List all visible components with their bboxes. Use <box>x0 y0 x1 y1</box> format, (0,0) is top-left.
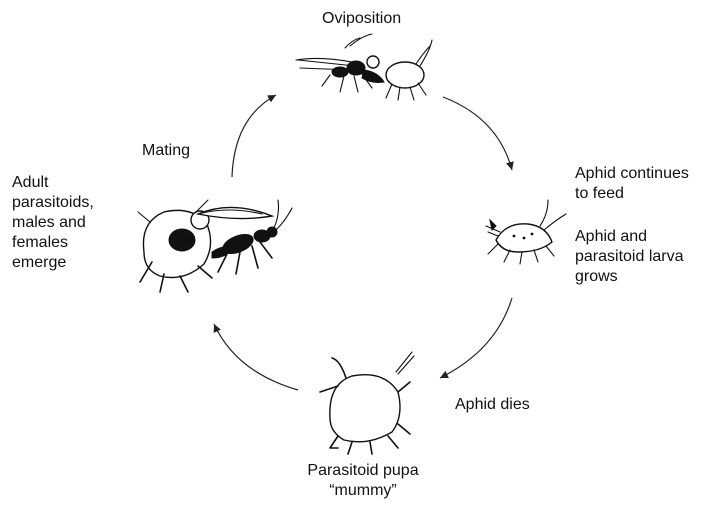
arrow-mummy-to-adults <box>214 324 298 390</box>
feeding-aphid-illustration <box>486 200 566 264</box>
arrow-mating-to-oviposition <box>232 95 276 177</box>
mummy-illustration <box>320 352 414 454</box>
oviposition-wasp-illustration <box>296 34 432 100</box>
arrow-oviposition-to-feed <box>443 97 512 170</box>
cycle-arrows <box>214 95 512 390</box>
arrow-grows-to-dies <box>440 298 512 378</box>
adult-parasitoids-illustration <box>138 200 292 292</box>
